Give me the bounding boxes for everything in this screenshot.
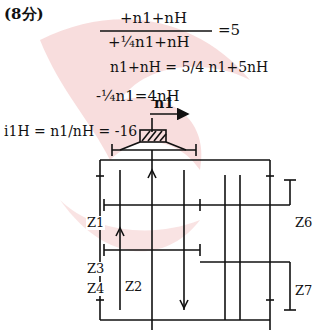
- gear-label: Z1: [86, 216, 105, 230]
- gear-label: Z2: [124, 280, 143, 294]
- denominator: +¼n1+nH: [108, 34, 190, 51]
- score-note: (8分): [4, 6, 44, 23]
- equation: n1+nH = 5/4 n1+5nH: [110, 60, 268, 75]
- gear-label: Z3: [86, 262, 105, 276]
- equation: =5: [218, 22, 240, 39]
- watermark: [60, 200, 200, 251]
- gear-label: Z7: [294, 284, 313, 298]
- watermark: [40, 19, 250, 170]
- gear-label: Z4: [86, 282, 105, 296]
- ratio-result: i1H = n1/nH = -16: [4, 124, 137, 139]
- gear-train: [96, 114, 296, 330]
- numerator: +n1+nH: [120, 10, 187, 27]
- speed-label: n1: [154, 96, 174, 111]
- fraction-bar: [100, 30, 212, 32]
- gear-label: Z6: [294, 216, 313, 230]
